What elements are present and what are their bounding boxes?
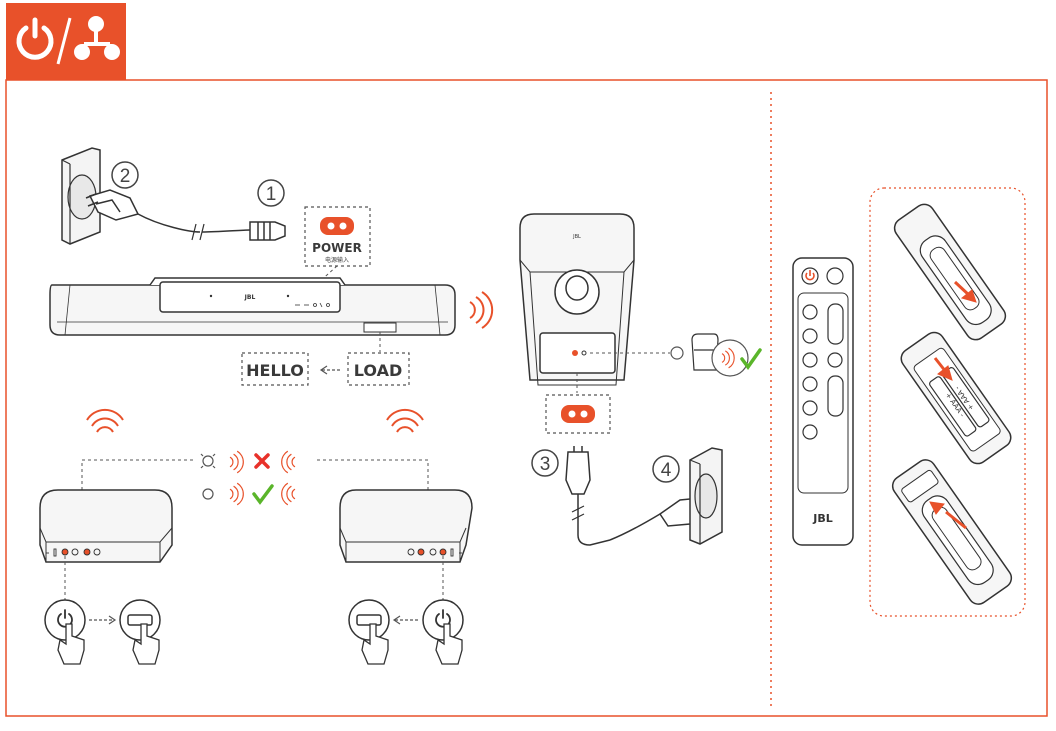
remote-brand: JBL bbox=[812, 512, 833, 525]
step-4-marker: 4 bbox=[652, 455, 680, 483]
slide-arrow-up bbox=[929, 501, 967, 530]
mini-subwoofer-icon bbox=[691, 333, 719, 371]
connect-button-icon bbox=[127, 614, 153, 626]
finger-icon bbox=[132, 623, 160, 665]
arrow-right-1 bbox=[392, 615, 420, 625]
power-icon bbox=[16, 17, 54, 60]
wall-outlet-2 bbox=[689, 447, 723, 545]
power-plug-1 bbox=[85, 189, 286, 241]
svg-text:4: 4 bbox=[661, 460, 672, 481]
mini-sub-badge bbox=[711, 339, 749, 377]
arrow-left-1 bbox=[89, 615, 117, 625]
finger-icon bbox=[57, 623, 85, 665]
pairing-ok-row bbox=[202, 482, 296, 506]
hello-display: HELLO bbox=[241, 352, 309, 386]
power-label: POWER bbox=[312, 241, 362, 255]
remote-input-button bbox=[826, 267, 844, 285]
wireless-waves-right-speaker bbox=[386, 408, 424, 433]
remote-power-button bbox=[801, 267, 819, 285]
pairing-fail-row bbox=[200, 450, 296, 474]
step-1-marker: 1 bbox=[257, 179, 285, 207]
wireless-waves-left-speaker bbox=[86, 408, 124, 433]
arrow-load-to-hello bbox=[319, 365, 342, 375]
svg-text:2: 2 bbox=[120, 166, 131, 187]
main-frame bbox=[5, 79, 1048, 717]
soundbar bbox=[49, 277, 456, 336]
svg-text:1: 1 bbox=[266, 184, 277, 205]
power-icon bbox=[435, 609, 451, 628]
network-icon bbox=[74, 16, 120, 60]
slash-divider bbox=[56, 17, 72, 65]
cross-icon bbox=[254, 453, 270, 469]
remote-control: JBL bbox=[792, 257, 854, 546]
subwoofer-brand: JBL bbox=[572, 234, 581, 240]
svg-text:3: 3 bbox=[540, 454, 551, 475]
remote-battery-compartment: + AAA - + AAA - bbox=[900, 331, 1012, 465]
press-connect-button-right bbox=[348, 599, 390, 665]
power-socket-icon bbox=[320, 217, 354, 235]
subwoofer-power-callout bbox=[545, 394, 611, 434]
soundbar-buttons bbox=[295, 302, 330, 308]
remote-back-open bbox=[893, 203, 1007, 341]
left-speaker-ports bbox=[46, 548, 101, 557]
load-text: LOAD bbox=[354, 361, 402, 380]
press-power-button-right bbox=[422, 599, 464, 665]
wall-outlet-1 bbox=[61, 147, 101, 245]
remote-rocker-buttons bbox=[827, 303, 844, 417]
connect-button-icon bbox=[356, 614, 382, 626]
battery-1 bbox=[929, 376, 977, 437]
power-input-callout: POWER 电源输入 bbox=[304, 206, 371, 267]
sub-power-cable bbox=[565, 446, 707, 546]
soundbar-brand: JBL bbox=[244, 294, 256, 301]
rear-speaker-left bbox=[39, 489, 173, 563]
slide-arrow-down bbox=[953, 280, 977, 303]
remote-back-close bbox=[891, 459, 1013, 605]
press-connect-button-left bbox=[119, 599, 161, 665]
rear-speaker-right bbox=[339, 489, 473, 563]
insert-arrow bbox=[933, 357, 953, 381]
press-power-button-left bbox=[44, 599, 86, 665]
power-icon bbox=[57, 609, 73, 628]
load-display: LOAD bbox=[347, 352, 410, 386]
right-speaker-ports bbox=[407, 548, 462, 557]
step-2-marker: 2 bbox=[111, 161, 139, 189]
led-blinking-icon bbox=[200, 453, 216, 469]
check-icon-2 bbox=[252, 484, 274, 505]
soundbar-display bbox=[363, 322, 397, 333]
power-sub-label: 电源输入 bbox=[325, 256, 349, 264]
subwoofer-led bbox=[572, 350, 578, 356]
step-3-marker: 3 bbox=[531, 449, 559, 477]
finger-icon bbox=[435, 623, 463, 665]
hello-text: HELLO bbox=[246, 361, 304, 380]
wireless-waves-soundbar bbox=[469, 291, 494, 329]
led-solid-icon bbox=[202, 488, 214, 500]
sub-led-indicator bbox=[670, 346, 684, 360]
remote-left-buttons bbox=[802, 304, 818, 440]
sub-power-socket-icon bbox=[561, 405, 595, 423]
header-tab bbox=[6, 3, 126, 80]
finger-icon bbox=[361, 623, 389, 665]
check-icon-1 bbox=[740, 348, 762, 370]
